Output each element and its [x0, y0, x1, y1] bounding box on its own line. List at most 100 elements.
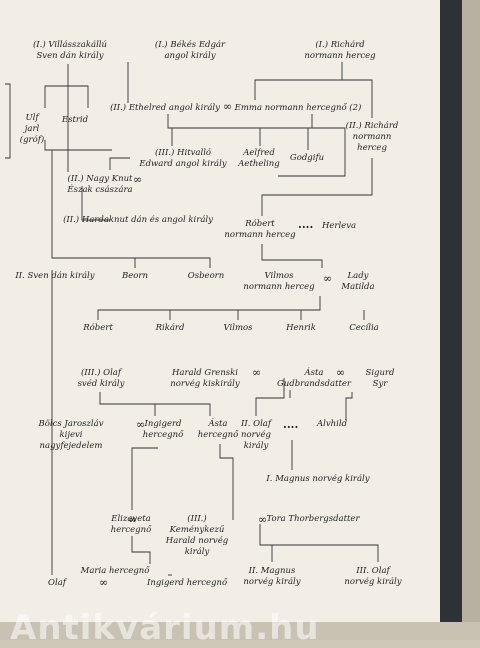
- person-name-line: Rikárd: [155, 323, 185, 333]
- person-hardaknut: (II.) Hardaknut dán és angol király: [63, 215, 213, 226]
- marriage-symbol: ∞: [223, 100, 232, 113]
- connector-asta-sigurd: [345, 392, 353, 420]
- person-name-line: Lady: [347, 271, 369, 281]
- person-name-line: Elizaveta: [111, 514, 151, 524]
- person-osbeorn: Osbeorn: [188, 271, 224, 282]
- person-name-line: Cecília: [349, 323, 379, 333]
- connector-knut-hardaknut: [81, 186, 110, 221]
- connector-ingigerd-elizaveta: [131, 447, 158, 510]
- person-name-line: Róbert: [83, 323, 113, 333]
- connector-asta-harald: [219, 444, 234, 520]
- connector-vilmos-kids: [97, 296, 321, 320]
- person-olaf-left: Olaf: [48, 578, 66, 589]
- person-name-line: II. Sven dán király: [15, 271, 95, 281]
- person-name-line: Beorn: [122, 271, 148, 281]
- person-name-line: Bölcs Jaroszláv: [38, 419, 104, 429]
- person-henrik: Henrik: [286, 323, 316, 334]
- person-name-line: (I.) Villásszakállú: [32, 40, 108, 50]
- person-name-line: Edward angol király: [139, 159, 227, 169]
- person-name-line: II. Magnus: [248, 566, 296, 576]
- person-name-line: norvég kiskirály: [170, 379, 240, 389]
- person-robert: Róbert: [83, 323, 112, 334]
- person-name-line: Ingigerd hercegnő: [147, 578, 228, 588]
- person-name-line: Vilmos: [264, 271, 294, 281]
- person-estrid: Estrid: [62, 115, 88, 126]
- person-name-line: II. Olaf: [240, 419, 272, 429]
- person-name-line: Harald norvég: [165, 536, 229, 546]
- genealogy-lines: ∞∞∞∞∞∞∞∞∞........: [5, 62, 379, 589]
- lineage-left: [5, 83, 11, 159]
- person-name-line: Róbert: [245, 219, 275, 229]
- person-maria: Maria hercegnő: [81, 566, 150, 577]
- person-name-line: Észak császára: [67, 185, 133, 195]
- person-name-line: Aetheling: [238, 159, 280, 169]
- person-beorn: Beorn: [122, 271, 148, 282]
- connector-sven-estrid: [68, 85, 89, 108]
- watermark-text: Antikvárium.hu: [10, 608, 320, 648]
- person-name-line: Vilmos: [223, 323, 253, 333]
- person-name-line: Syr: [372, 379, 388, 389]
- person-tora: Tora Thorbergsdatter: [266, 514, 359, 525]
- person-name-line: Ulf: [25, 113, 39, 123]
- marriage-symbol: ∞: [128, 513, 137, 526]
- person-name-line: norvég király: [344, 577, 402, 587]
- person-name-line: Ásta: [304, 368, 324, 378]
- person-name-line: király: [243, 441, 269, 451]
- person-name-line: (II.) Hardaknut dán és angol király: [63, 215, 213, 225]
- connector-richard-robert: [261, 158, 373, 216]
- person-name-line: (III.) Olaf: [80, 368, 122, 378]
- person-name-line: normann herceg: [243, 282, 315, 292]
- person-name-line: normann: [352, 132, 392, 142]
- person-name-line: hercegnő: [110, 525, 152, 535]
- person-name-line: herceg: [357, 143, 387, 153]
- marriage-symbol: ∞: [323, 272, 332, 285]
- person-name-line: hercegnő: [197, 430, 239, 440]
- person-name-line: Ingigerd: [144, 419, 182, 429]
- person-name-line: király: [184, 547, 210, 557]
- person-name-line: Harald Grenski: [171, 368, 239, 378]
- marriage-symbol: ∞: [336, 366, 345, 379]
- person-name-line: Keménykezű: [169, 525, 225, 535]
- person-name-line: Alvhild: [316, 419, 348, 429]
- marriage-symbol: ∞: [99, 576, 108, 589]
- marriage-symbol: ∞: [252, 366, 261, 379]
- connector-asta-olaf: [255, 378, 285, 416]
- person-name-line: Gudbrandsdatter: [277, 379, 351, 389]
- person-name-line: (II.) Ethelred angol király: [110, 103, 220, 113]
- connector-richard-richard2: [342, 79, 373, 118]
- connector-elizaveta-maria: [131, 536, 151, 564]
- person-name-line: (III.): [187, 514, 207, 524]
- connector-ethelred-children: [167, 114, 330, 129]
- person-name-line: Henrik: [286, 323, 316, 333]
- person-name-line: norvég: [241, 430, 271, 440]
- person-name-line: Sigurd: [365, 368, 395, 378]
- connector-ulf: [44, 140, 60, 151]
- connector-sven-ulf: [44, 64, 69, 108]
- person-name-line: Godgifu: [289, 153, 325, 163]
- connector-richard-emma: [254, 62, 343, 100]
- person-name-line: I. Magnus norvég király: [266, 474, 370, 484]
- person-name-line: Herleva: [321, 221, 357, 231]
- connector-knut: [109, 157, 130, 170]
- marriage-symbol: ∞: [136, 418, 145, 431]
- person-name-line: Tora Thorbergsdatter: [266, 514, 360, 524]
- marriage-symbol: ∞: [258, 513, 267, 526]
- person-name-line: (gróf): [19, 135, 45, 145]
